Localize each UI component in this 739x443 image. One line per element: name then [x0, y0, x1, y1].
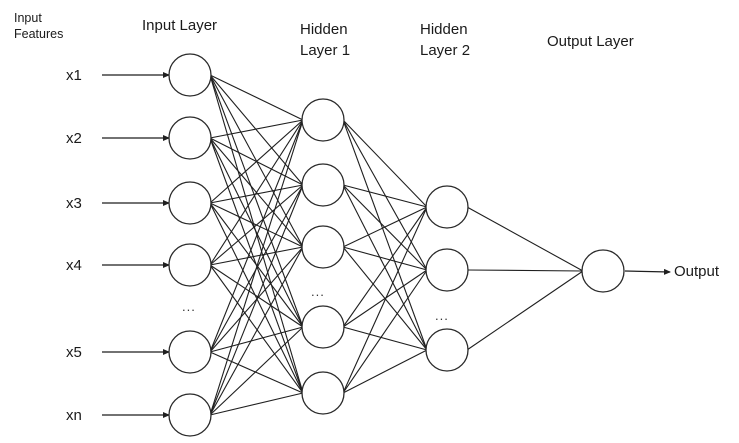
- edge-input-6-to-hidden1-4: [209, 326, 304, 416]
- output-arrow: [624, 268, 671, 275]
- hidden2-node-1: [425, 185, 469, 229]
- input-label-x2: x2: [66, 130, 82, 147]
- input-features-title-line2: Features: [14, 27, 63, 41]
- input-features-title-line1: Input: [14, 11, 42, 25]
- hidden-layer-2-title-line1: Hidden: [420, 21, 468, 38]
- edge-hidden1-5-to-hidden2-1: [342, 206, 428, 394]
- input-label-x3: x3: [66, 195, 82, 212]
- hidden1-node-3: [301, 225, 345, 269]
- edge-input-4-to-hidden1-1: [209, 119, 304, 266]
- hidden-layer-1-title-line2: Layer 1: [300, 42, 350, 59]
- edge-hidden1-1-to-hidden2-1: [342, 119, 428, 208]
- edge-hidden1-1-to-hidden2-2: [342, 119, 428, 271]
- edge-input-4-to-hidden1-4: [209, 264, 304, 328]
- hidden-layer-1-ellipsis: ...: [311, 284, 325, 299]
- input-label-x4: x4: [66, 257, 82, 274]
- edge-hidden1-5-to-hidden2-2: [342, 269, 428, 394]
- input-node-2: [168, 116, 212, 160]
- edge-input-6-to-hidden1-5: [209, 392, 304, 416]
- edge-input-4-to-hidden1-2: [209, 184, 304, 266]
- edge-input-4-to-hidden1-3: [209, 246, 304, 266]
- output-label: Output: [674, 263, 720, 280]
- edge-hidden1-3-to-hidden2-2: [342, 246, 428, 271]
- hidden-layer-1-title-line1: Hidden: [300, 21, 348, 38]
- edge-hidden1-2-to-hidden2-1: [342, 184, 428, 208]
- input-node-4: [168, 243, 212, 287]
- hidden1-node-5: [301, 371, 345, 415]
- edge-input-6-to-hidden1-3: [209, 246, 304, 416]
- input-arrows: [102, 72, 170, 418]
- edge-input-2-to-hidden1-1: [209, 119, 304, 139]
- connections: [209, 74, 584, 416]
- edge-input-6-to-hidden1-2: [209, 184, 304, 416]
- edge-hidden2-3-to-output-1: [466, 270, 584, 351]
- input-label-x1: x1: [66, 67, 82, 84]
- edge-input-3-to-hidden1-2: [209, 184, 304, 204]
- edge-input-4-to-hidden1-5: [209, 264, 304, 394]
- input-layer-ellipsis: ...: [182, 299, 196, 314]
- edge-hidden2-2-to-output-1: [466, 269, 584, 272]
- edge-input-5-to-hidden1-1: [209, 119, 304, 353]
- edge-hidden1-4-to-hidden2-2: [342, 269, 428, 328]
- edge-hidden1-1-to-hidden2-3: [342, 119, 428, 351]
- output-node-1: [581, 249, 625, 293]
- edge-input-3-to-hidden1-5: [209, 202, 304, 394]
- hidden-layer-2-title-line2: Layer 2: [420, 42, 470, 59]
- input-node-3: [168, 181, 212, 225]
- edge-input-1-to-hidden1-2: [209, 74, 304, 186]
- edge-input-3-to-hidden1-4: [209, 202, 304, 328]
- edge-input-1-to-hidden1-1: [209, 74, 304, 121]
- hidden-layer-2-ellipsis: ...: [435, 308, 449, 323]
- input-layer-title: Input Layer: [142, 17, 217, 34]
- input-label-x5: x5: [66, 344, 82, 361]
- input-node-5: [168, 330, 212, 374]
- neurons: [168, 53, 625, 437]
- edge-input-2-to-hidden1-4: [209, 137, 304, 328]
- input-node-6: [168, 393, 212, 437]
- edge-hidden1-4-to-hidden2-1: [342, 206, 428, 328]
- hidden1-node-4: [301, 305, 345, 349]
- hidden1-node-1: [301, 98, 345, 142]
- hidden2-node-2: [425, 248, 469, 292]
- edge-hidden1-3-to-hidden2-1: [342, 206, 428, 248]
- input-labels: x1 x2 x3 x4 x5 xn: [66, 67, 82, 424]
- edge-input-5-to-hidden1-4: [209, 326, 304, 353]
- hidden1-node-2: [301, 163, 345, 207]
- edge-input-6-to-hidden1-1: [209, 119, 304, 416]
- edge-input-1-to-hidden1-5: [209, 74, 304, 394]
- edge-input-3-to-hidden1-1: [209, 119, 304, 204]
- input-label-xn: xn: [66, 407, 82, 424]
- edge-input-5-to-hidden1-5: [209, 351, 304, 394]
- input-node-1: [168, 53, 212, 97]
- hidden2-node-3: [425, 328, 469, 372]
- edge-hidden1-4-to-hidden2-3: [342, 326, 428, 351]
- edge-hidden2-1-to-output-1: [466, 206, 584, 272]
- edge-hidden1-5-to-hidden2-3: [342, 349, 428, 394]
- edge-input-1-to-hidden1-4: [209, 74, 304, 328]
- output-layer-title: Output Layer: [547, 33, 634, 50]
